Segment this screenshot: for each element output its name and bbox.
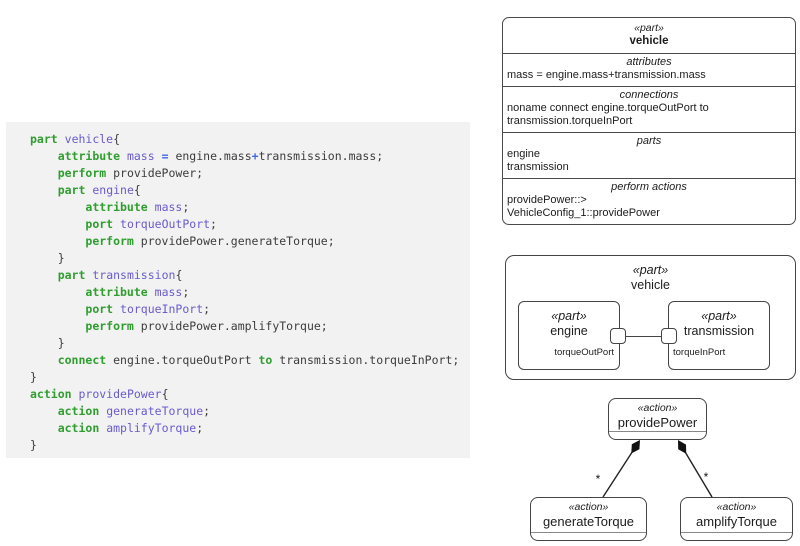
composition-diamond-icon xyxy=(678,440,687,454)
code-line: } xyxy=(30,370,37,384)
code-block: part vehicle{ attribute mass = engine.ma… xyxy=(6,122,470,458)
torque-out-port-icon xyxy=(610,328,626,344)
composite-structure-diagram: «part» vehicle «part» engine torqueOutPo… xyxy=(505,255,796,380)
code-line: port torqueInPort; xyxy=(85,302,211,316)
code-line: attribute mass = engine.mass+transmissio… xyxy=(57,149,384,163)
code-line: } xyxy=(30,438,37,452)
empty-compartment xyxy=(681,532,792,540)
vehicle-name: vehicle xyxy=(631,278,670,292)
compartment-line: mass = engine.mass+transmission.mass xyxy=(507,69,706,81)
code-line: } xyxy=(30,251,65,265)
action-name: amplifyTorque xyxy=(696,514,777,529)
perform-actions-compartment: perform actions providePower::> VehicleC… xyxy=(503,178,795,224)
transmission-stereotype: «part» xyxy=(701,309,737,323)
vehicle-stereotype: «part» xyxy=(632,263,669,277)
empty-compartment xyxy=(531,532,646,540)
torque-in-port-icon xyxy=(661,328,677,344)
vehicle-part-title: «part» vehicle xyxy=(506,263,795,293)
code-line: part transmission{ xyxy=(57,268,183,282)
parts-compartment: parts engine transmission xyxy=(503,132,795,178)
code-line: action generateTorque; xyxy=(57,404,211,418)
generate-torque-action-box: «action» generateTorque xyxy=(530,497,647,541)
code-line: action providePower{ xyxy=(30,387,169,401)
compartment-line: engine xyxy=(507,148,541,160)
compartment-label: attributes xyxy=(626,56,672,68)
code-line: } xyxy=(30,336,65,350)
composition-connectors: * * xyxy=(596,440,713,498)
action-stereotype: «action» xyxy=(716,501,757,513)
compartment-label: perform actions xyxy=(611,181,687,193)
compartment-line: VehicleConfig_1::providePower xyxy=(507,207,660,219)
provide-power-action-box: «action» providePower xyxy=(608,398,707,440)
compartment-line: transmission.torqueInPort xyxy=(507,115,633,127)
composition-diamond-icon xyxy=(631,440,640,454)
code-line: attribute mass; xyxy=(85,200,190,214)
action-stereotype: «action» xyxy=(568,501,609,513)
amplify-torque-action-box: «action» amplifyTorque xyxy=(680,497,793,541)
part-definition-box: «part» vehicle attributes mass = engine.… xyxy=(502,17,796,225)
code-line: part engine{ xyxy=(57,183,141,197)
action-name: providePower xyxy=(617,415,698,430)
engine-stereotype: «part» xyxy=(551,309,587,323)
action-tree-diagram: * * «action» providePower «action» gener… xyxy=(500,395,800,546)
multiplicity-label: * xyxy=(704,470,709,484)
class-box-header: «part» vehicle xyxy=(503,18,795,53)
engine-part-box: «part» engine torqueOutPort xyxy=(518,301,620,370)
compartment-line: providePower::> xyxy=(507,194,587,206)
code-line: perform providePower.generateTorque; xyxy=(85,234,335,248)
compartment-line: transmission xyxy=(507,161,569,173)
code-line: connect engine.torqueOutPort to transmis… xyxy=(57,353,460,367)
torque-out-port-label: torqueOutPort xyxy=(554,347,614,358)
empty-compartment xyxy=(609,431,706,439)
multiplicity-label: * xyxy=(596,472,601,486)
port-connector-line xyxy=(624,336,664,337)
code-line: part vehicle{ xyxy=(30,132,121,146)
attributes-compartment: attributes mass = engine.mass+transmissi… xyxy=(503,53,795,86)
code-line: attribute mass; xyxy=(85,285,190,299)
compartment-line: noname connect engine.torqueOutPort to xyxy=(507,102,709,114)
code-line: action amplifyTorque; xyxy=(57,421,204,435)
engine-name: engine xyxy=(550,324,588,338)
transmission-name: transmission xyxy=(683,324,755,338)
code-line: port torqueOutPort; xyxy=(85,217,217,231)
compartment-label: connections xyxy=(619,89,679,101)
connections-compartment: connections noname connect engine.torque… xyxy=(503,86,795,132)
torque-in-port-label: torqueInPort xyxy=(673,347,726,358)
transmission-part-box: «part» transmission torqueInPort xyxy=(668,301,770,370)
code-line: perform providePower; xyxy=(57,166,204,180)
code-line: perform providePower.amplifyTorque; xyxy=(85,319,328,333)
class-box-stereotype: «part» xyxy=(634,22,664,34)
class-box-name: vehicle xyxy=(629,35,669,47)
action-name: generateTorque xyxy=(542,514,635,529)
action-stereotype: «action» xyxy=(637,402,678,414)
compartment-label: parts xyxy=(636,135,662,147)
